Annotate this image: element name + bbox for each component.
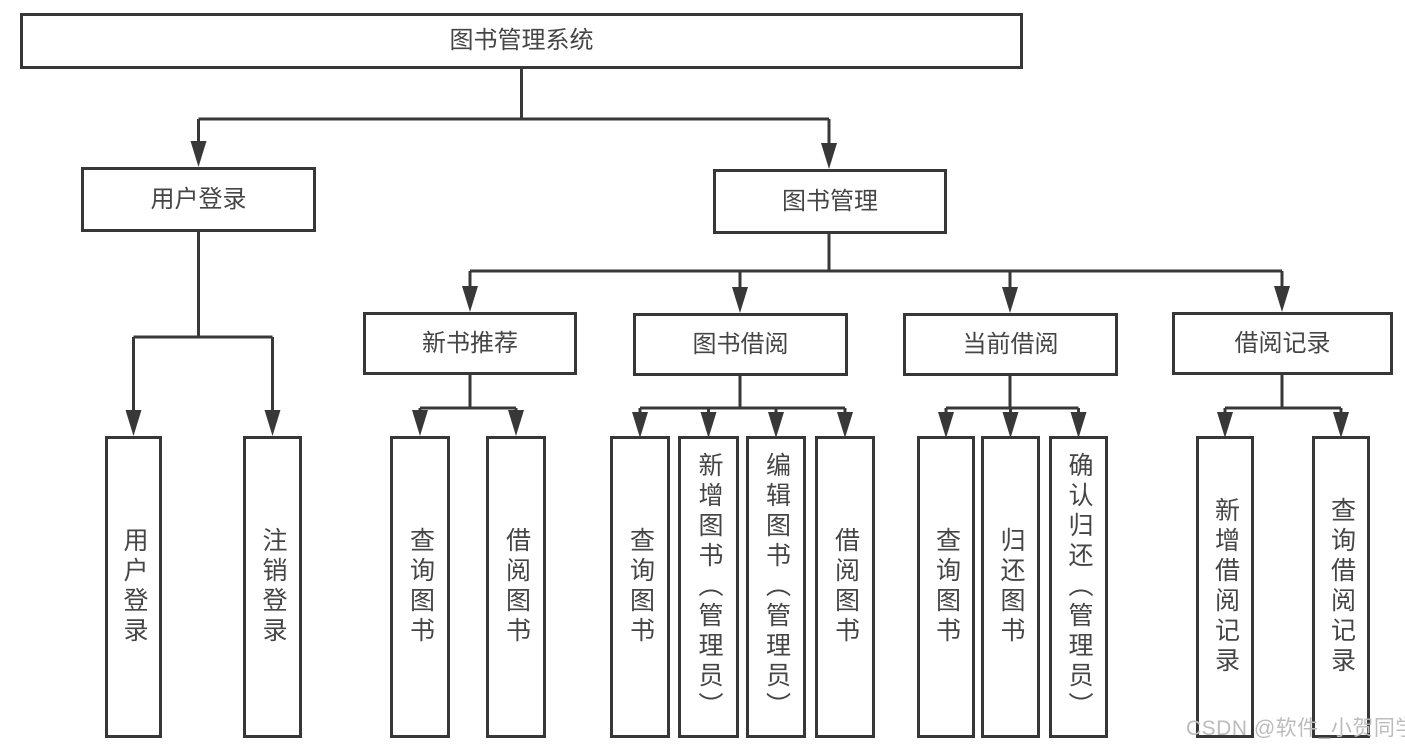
node-library-management-system: 图书管理系统 — [20, 13, 1023, 69]
node-book-borrow: 图书借阅 — [633, 313, 848, 376]
leaf-return-books: 归还图书 — [981, 436, 1040, 738]
leaf-user-login: 用户登录 — [105, 436, 162, 738]
leaf-query-books-borrow: 查询图书 — [610, 436, 670, 738]
node-book-management: 图书管理 — [713, 169, 947, 234]
node-new-book-recommend: 新书推荐 — [363, 312, 577, 375]
node-borrow-records: 借阅记录 — [1172, 312, 1393, 375]
leaf-query-borrow-record: 查询借阅记录 — [1312, 436, 1370, 738]
leaf-add-borrow-record: 新增借阅记录 — [1196, 436, 1254, 738]
leaf-query-books-current: 查询图书 — [917, 436, 975, 738]
leaf-borrow-books-borrow: 借阅图书 — [815, 436, 875, 738]
leaf-query-books-recommend: 查询图书 — [390, 436, 450, 738]
node-user-login: 用户登录 — [81, 167, 316, 232]
leaf-add-books-admin: 新增图书（管理员） — [678, 436, 739, 738]
leaf-confirm-return-admin: 确认归还（管理员） — [1049, 436, 1108, 738]
watermark-text: CSDN @软件_小贺同学 — [1186, 717, 1405, 740]
node-current-borrow: 当前借阅 — [903, 313, 1118, 376]
leaf-edit-books-admin: 编辑图书（管理员） — [746, 436, 806, 738]
leaf-borrow-books-recommend: 借阅图书 — [486, 436, 546, 738]
leaf-logout: 注销登录 — [243, 436, 302, 738]
